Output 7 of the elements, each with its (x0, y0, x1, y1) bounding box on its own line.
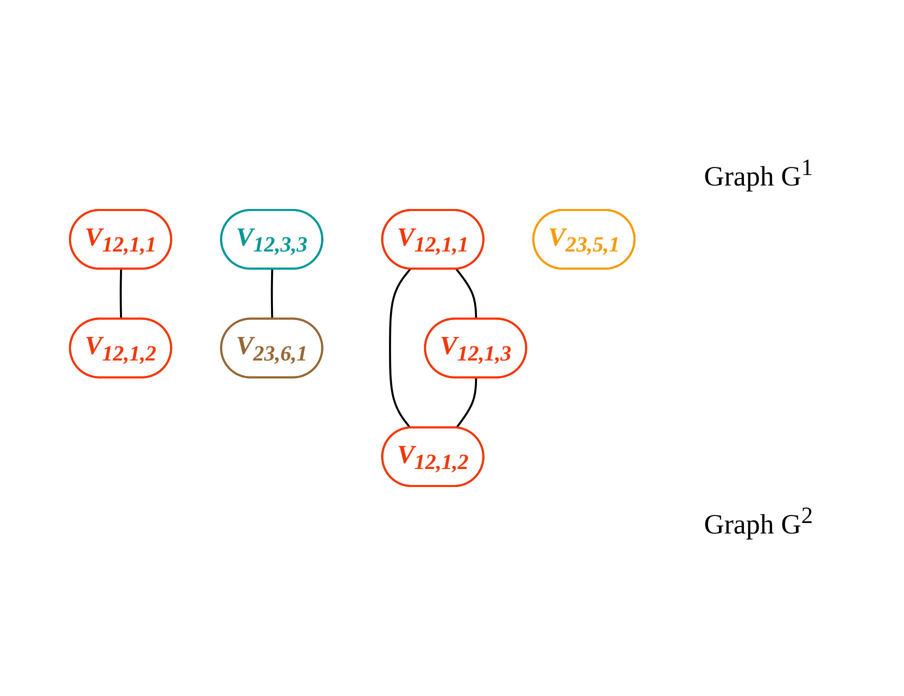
connector (120, 269, 122, 320)
connector (455, 378, 477, 428)
connector (455, 268, 477, 320)
graph-label: Graph G$^{2}$ (704, 502, 814, 542)
graph-label: Graph G$^{1}$ (704, 154, 814, 194)
connector (270, 269, 273, 320)
connector (388, 268, 411, 428)
